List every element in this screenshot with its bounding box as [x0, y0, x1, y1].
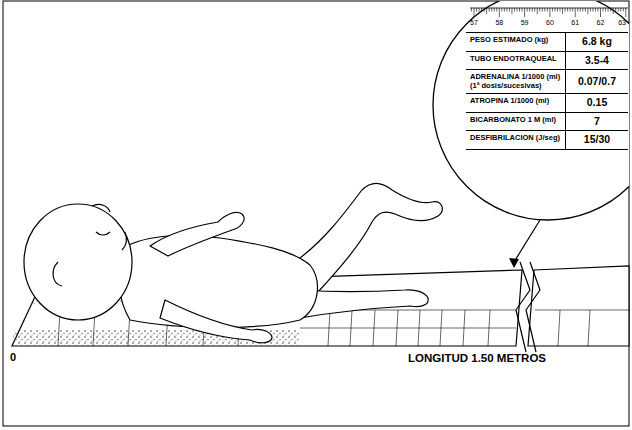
parameter-value: 0.15: [566, 94, 628, 112]
ruler-number: 61: [571, 19, 579, 26]
table-row: DESFIBRILACION (J/seg)15/30: [466, 130, 628, 150]
ruler-number: 57: [470, 19, 478, 26]
arrowhead: [509, 258, 519, 268]
ruler-number: 62: [597, 19, 605, 26]
table-row: PESO ESTIMADO (kg)6.8 kg: [466, 32, 628, 51]
parameter-name: ADRENALINA 1/1000 (ml) (1ª dosis/sucesiv…: [466, 70, 566, 93]
ruler-number: 63: [618, 19, 626, 26]
parameter-name: ATROPINA 1/1000 (ml): [466, 94, 566, 112]
parameter-value: 3.5-4: [566, 52, 628, 70]
parameter-name: TUBO ENDOTRAQUEAL: [466, 52, 566, 70]
table-row: TUBO ENDOTRAQUEAL3.5-4: [466, 51, 628, 70]
ruler-number: 59: [521, 19, 529, 26]
parameter-name: PESO ESTIMADO (kg): [466, 33, 566, 51]
table-row: ADRENALINA 1/1000 (ml) (1ª dosis/sucesiv…: [466, 69, 628, 93]
parameter-value: 15/30: [566, 131, 628, 149]
ruler-number: 58: [495, 19, 503, 26]
ruler-number: 60: [546, 19, 554, 26]
scale-zero: 0: [10, 352, 16, 363]
magnifier-callout: [433, 1, 629, 220]
parameter-name: BICARBONATO 1 M (ml): [466, 113, 566, 131]
parameter-value: 0.07/0.7: [566, 70, 628, 93]
parameter-value: 7: [566, 113, 628, 131]
parameter-value: 6.8 kg: [566, 33, 628, 51]
table-row: ATROPINA 1/1000 (ml)0.15: [466, 93, 628, 112]
leader-line: [514, 220, 540, 262]
length-label: LONGITUD 1.50 METROS: [408, 353, 546, 365]
table-row: BICARBONATO 1 M (ml)7: [466, 112, 628, 131]
parameter-name: DESFIBRILACION (J/seg): [466, 131, 566, 149]
infant: [24, 183, 442, 343]
